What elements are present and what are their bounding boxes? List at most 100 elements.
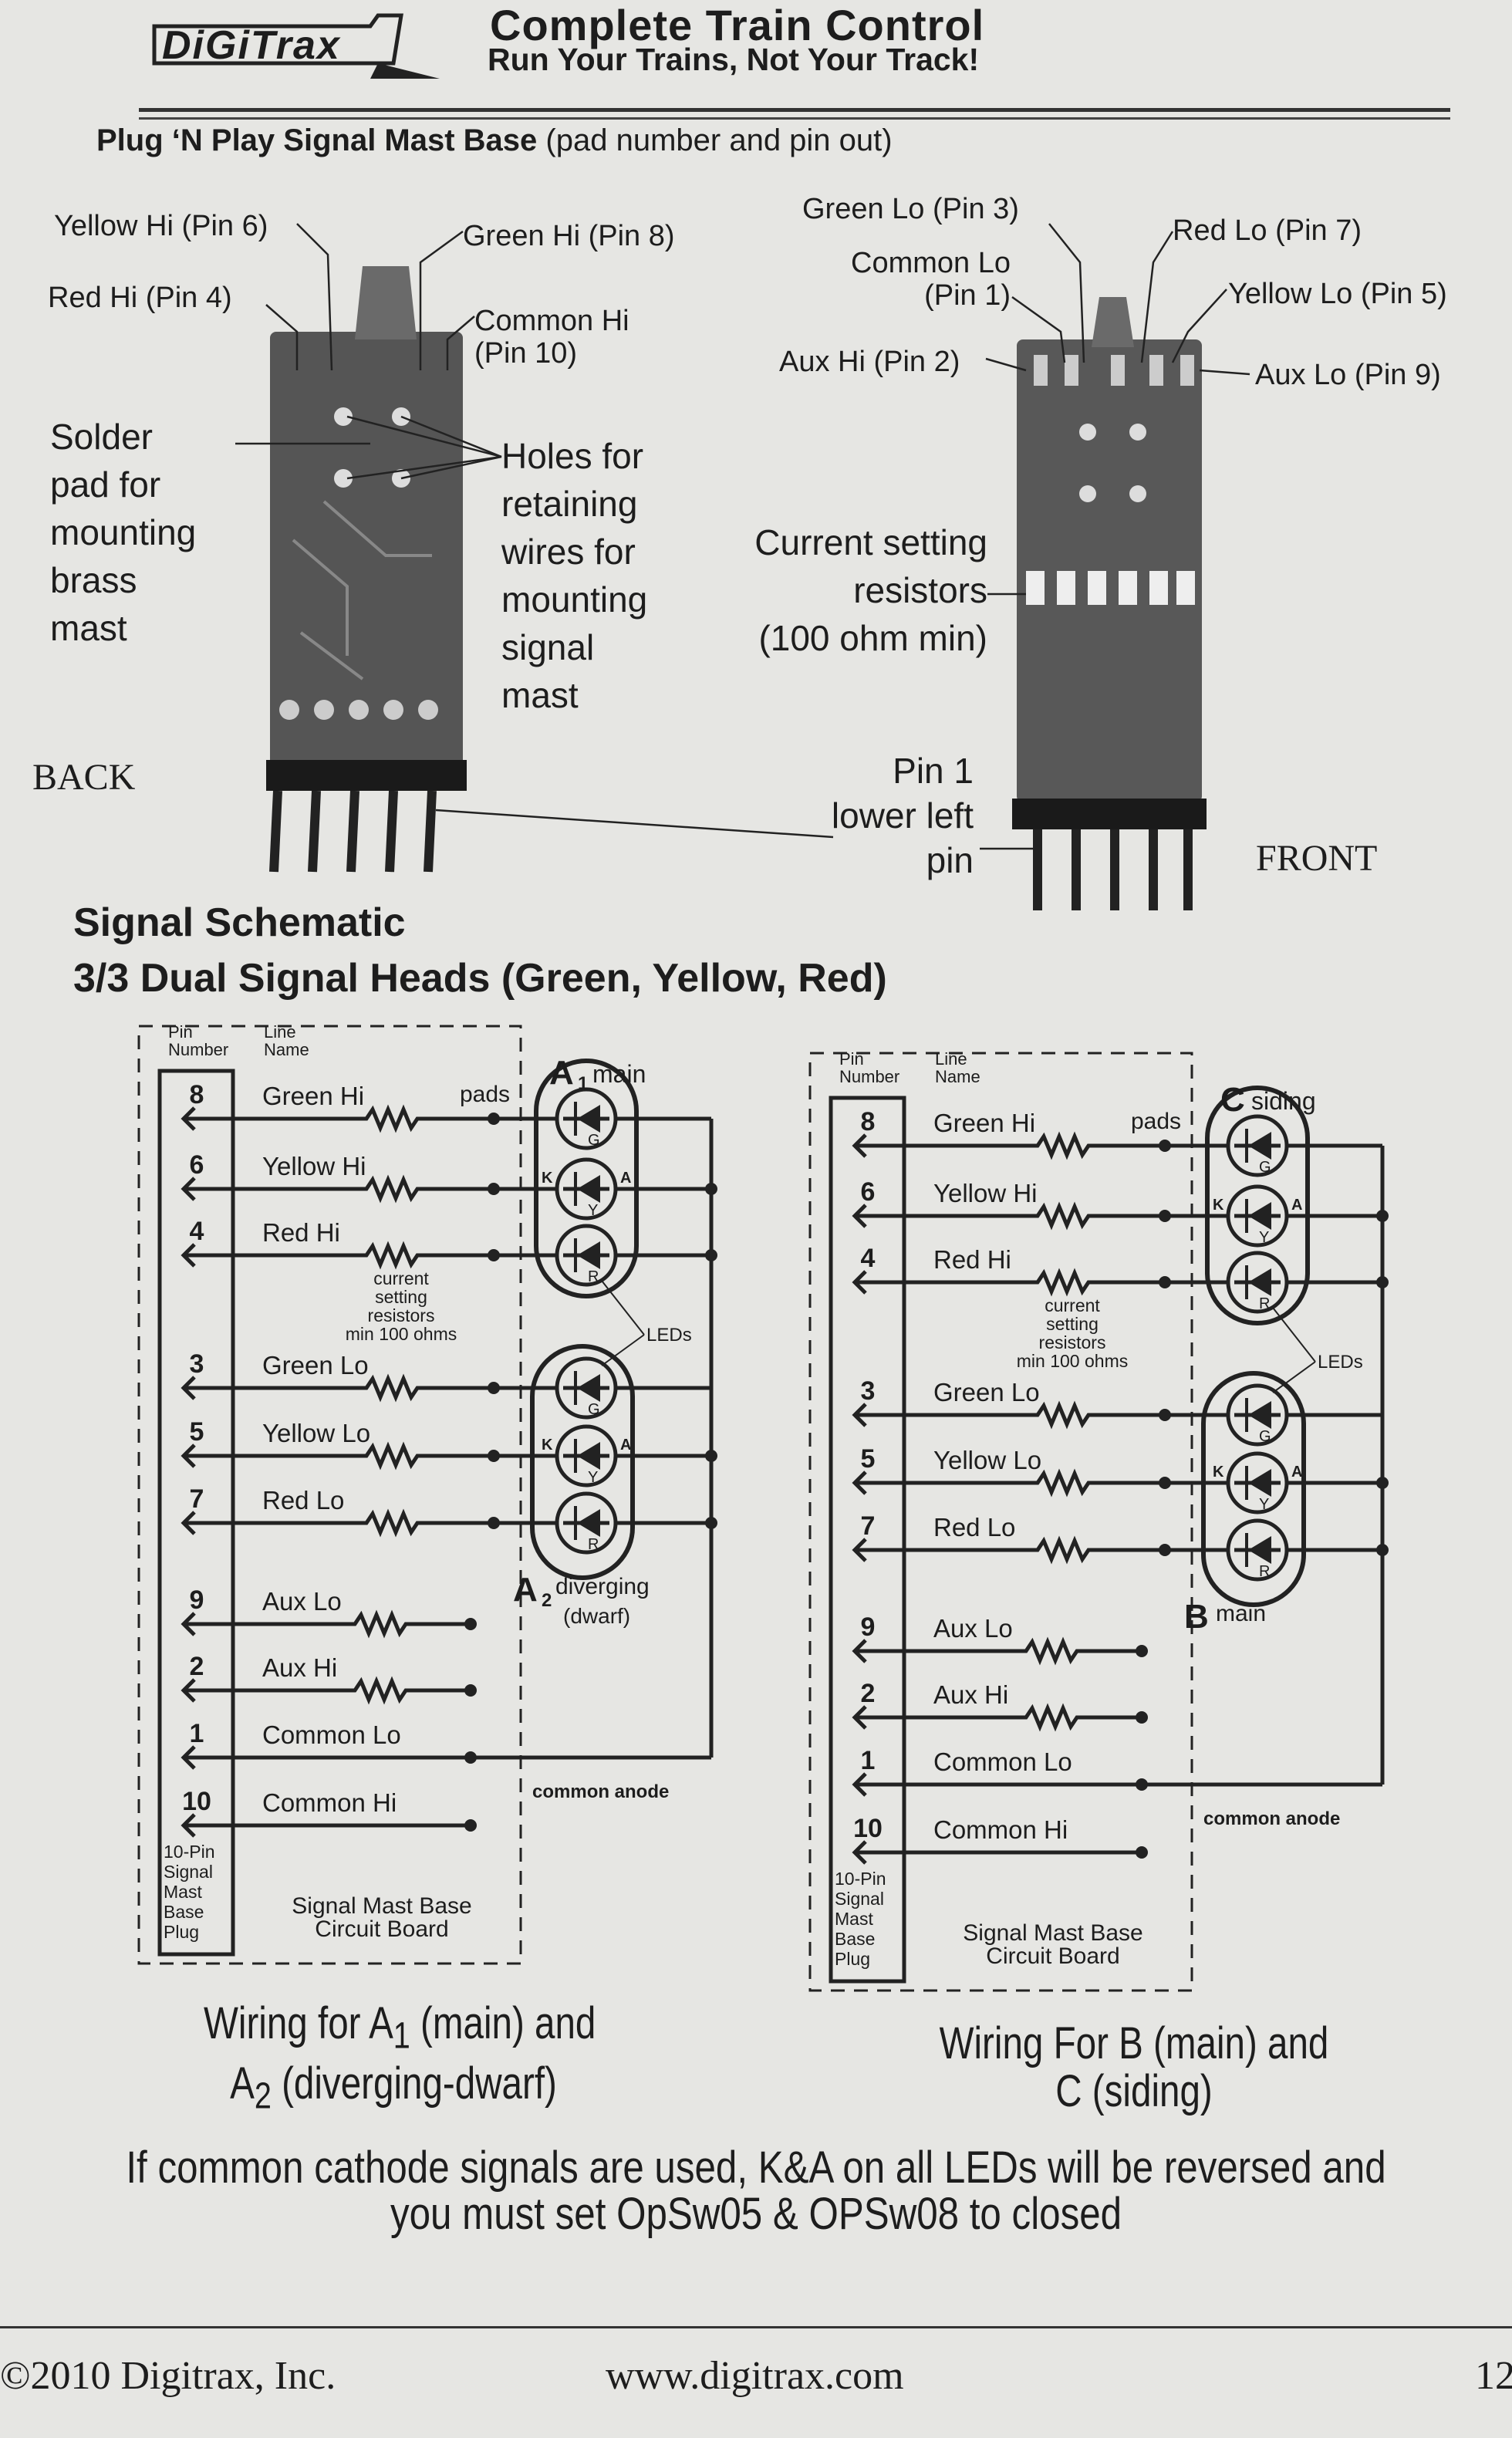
plug-label: Mast xyxy=(835,1909,873,1929)
line-name: Red Lo xyxy=(933,1513,1015,1541)
line-name: Red Hi xyxy=(933,1245,1011,1274)
led-color-label: Y xyxy=(1259,1229,1269,1246)
arrow-icon xyxy=(852,1133,867,1158)
label-line: wires for xyxy=(501,532,636,572)
leds-label: LEDs xyxy=(1318,1352,1363,1373)
led-color-label: G xyxy=(588,1132,600,1149)
resistor xyxy=(856,1468,1165,1498)
circuit-board-outline xyxy=(808,1052,1193,1992)
label-line: Common Lo xyxy=(851,247,1011,279)
line-name: Aux Lo xyxy=(933,1614,1013,1643)
top-head-letter: A xyxy=(549,1054,574,1092)
label-line: Current setting xyxy=(754,522,987,562)
label-aux-lo: Aux Lo (Pin 9) xyxy=(1255,359,1441,391)
led-diode-icon xyxy=(577,1175,600,1203)
caption-line: A2 (diverging-dwarf) xyxy=(204,2059,583,2120)
pads-label: pads xyxy=(1131,1109,1181,1134)
led-diode-icon xyxy=(1248,1132,1271,1160)
pin-number: 8 xyxy=(190,1080,204,1109)
label-line: (100 ohm min) xyxy=(758,618,987,658)
arrow-icon xyxy=(181,1243,196,1268)
bottom-head-letter: A xyxy=(513,1571,538,1609)
label-line: (Pin 10) xyxy=(474,337,578,370)
resistor xyxy=(856,1400,1165,1430)
led-diode-icon xyxy=(1248,1469,1271,1497)
line-name: Common Hi xyxy=(933,1815,1068,1844)
led-diode-icon xyxy=(1248,1401,1271,1429)
label-front: FRONT xyxy=(1256,838,1378,879)
anode-label: A xyxy=(1291,1464,1302,1481)
arrow-icon xyxy=(852,1538,867,1562)
led-diode-icon xyxy=(577,1509,600,1537)
line-name: Yellow Hi xyxy=(262,1152,366,1180)
label-line: mast xyxy=(501,675,579,715)
label-line: pad for xyxy=(50,464,161,505)
caption-line: Wiring For B (main) and xyxy=(939,2018,1329,2068)
col-pin-header: Number xyxy=(839,1067,899,1086)
footer-url[interactable]: www.digitrax.com xyxy=(606,2354,904,2398)
arrow-icon xyxy=(181,1177,196,1201)
resistor xyxy=(185,1373,494,1403)
col-line-header: Line xyxy=(935,1049,967,1069)
caption-text: Wiring for A xyxy=(204,1998,393,2048)
col-line-header: Line xyxy=(264,1022,296,1042)
digitrax-logo: DiGiTrax xyxy=(152,13,440,79)
label-line: mounting xyxy=(501,579,648,620)
arrow-icon xyxy=(852,1705,867,1730)
label-line: pin xyxy=(926,840,974,880)
resistor xyxy=(185,1508,494,1538)
back-board xyxy=(266,266,467,873)
pad xyxy=(1136,1711,1148,1724)
line-name: Green Hi xyxy=(933,1109,1035,1137)
resistor-note: min 100 ohms xyxy=(346,1324,457,1344)
resistor xyxy=(856,1268,1165,1297)
pin-number: 2 xyxy=(861,1679,876,1708)
pin-number: 5 xyxy=(190,1417,204,1447)
leds-leader xyxy=(1272,1307,1316,1393)
col-pin-header: Pin xyxy=(839,1049,864,1069)
arrow-icon xyxy=(181,1678,196,1703)
pin-number: 9 xyxy=(190,1585,204,1615)
pad xyxy=(1136,1645,1148,1657)
led-diode-icon xyxy=(577,1442,600,1470)
led-color-label: R xyxy=(1259,1563,1270,1580)
led-color-label: R xyxy=(1259,1295,1270,1312)
caption-right: Wiring For B (main) and C (siding) xyxy=(932,2020,1337,2116)
plug-label: Plug xyxy=(164,1922,199,1942)
top-signal-head xyxy=(1205,1086,1310,1325)
col-pin-header: Number xyxy=(168,1040,228,1059)
section-title: Signal Schematic xyxy=(73,900,406,945)
led-diode-icon xyxy=(577,1241,600,1269)
line-name: Green Lo xyxy=(933,1378,1040,1406)
arrow-icon xyxy=(181,1376,196,1400)
label-line: signal xyxy=(501,627,595,667)
line-name: Green Lo xyxy=(262,1351,369,1379)
cathode-label: K xyxy=(542,1170,553,1187)
cathode-label: K xyxy=(1213,1197,1224,1214)
led-color-label: G xyxy=(1259,1428,1271,1445)
line-name: Aux Lo xyxy=(262,1587,342,1616)
line-name: Yellow Lo xyxy=(933,1446,1041,1474)
label-line: Pin 1 xyxy=(893,751,974,791)
header-title: Complete Train Control xyxy=(490,1,985,49)
line-name: Aux Hi xyxy=(933,1680,1008,1709)
label-yellow-lo: Yellow Lo (Pin 5) xyxy=(1228,278,1447,310)
bottom-signal-head xyxy=(530,1344,635,1580)
label-common-hi: Common Hi(Pin 10) xyxy=(474,305,629,370)
top-head-sub: 1 xyxy=(578,1073,588,1094)
bottom-signal-head xyxy=(1201,1371,1306,1607)
label-green-lo: Green Lo (Pin 3) xyxy=(802,193,1019,225)
led-diode-icon xyxy=(1248,1268,1271,1296)
label-line: retaining xyxy=(501,484,638,524)
label-line: Solder xyxy=(50,417,153,457)
plug-label: Plug xyxy=(835,1949,870,1969)
pad xyxy=(464,1819,477,1832)
page-number: 12 xyxy=(1475,2354,1512,2398)
resistor xyxy=(185,1676,471,1705)
